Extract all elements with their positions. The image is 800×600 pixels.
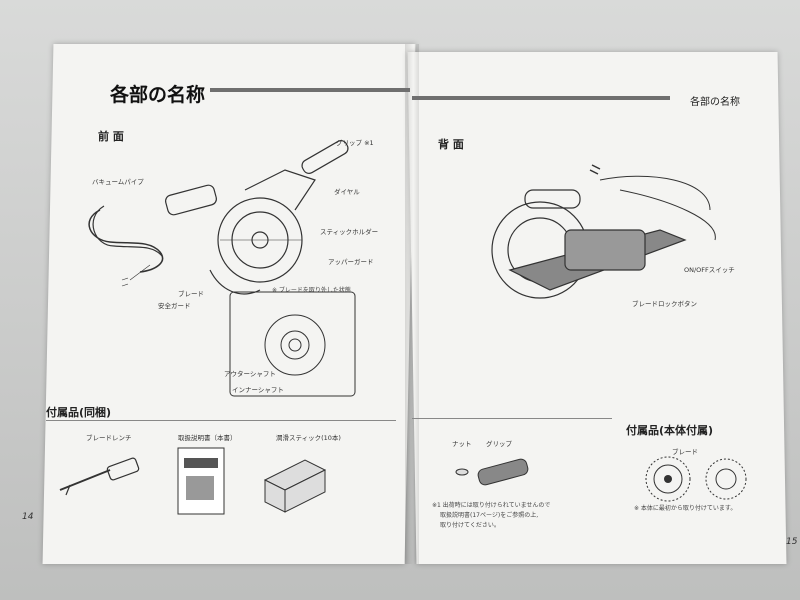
back-view-illustration <box>491 164 716 299</box>
label-inner-shaft: インナーシャフト <box>232 386 284 394</box>
nut-grip-illustration <box>455 458 529 486</box>
running-head: 各部の名称 <box>690 97 740 108</box>
label-dial: ダイヤル <box>334 188 360 196</box>
accessory-stick-label: 潤滑スティック(10本) <box>276 434 341 442</box>
accessory-manual-label: 取扱説明書（本書） <box>178 434 237 442</box>
accessory-wrench-label: ブレードレンチ <box>86 434 132 442</box>
accessories-rule <box>46 420 396 421</box>
label-outer-shaft: アウターシャフト <box>224 370 276 378</box>
attached-note: ※ 本体に最初から取り付けています。 <box>634 505 737 512</box>
item-nut-label: ナット <box>452 440 472 448</box>
right-rule <box>412 418 612 419</box>
blade-illustrations <box>645 456 747 502</box>
page-title: 各部の名称 <box>110 84 206 106</box>
accessories-heading: 付属品(同梱) <box>46 406 112 419</box>
attached-blade-label: ブレード <box>672 448 698 456</box>
label-upper-guard: アッパーガード <box>328 258 374 266</box>
page-number-right: 15 <box>786 537 798 547</box>
label-blade-lock-button: ブレードロックボタン <box>632 300 697 308</box>
label-safety-guard: 安全ガード <box>158 302 191 310</box>
book-gutter <box>405 44 419 564</box>
label-stick-holder: スティックホルダー <box>320 228 379 236</box>
title-bar-right <box>412 96 670 100</box>
accessory-illustrations <box>59 447 327 515</box>
item-grip-label: グリップ <box>486 440 512 448</box>
front-view-illustration <box>88 140 356 397</box>
attached-heading: 付属品(本体付属) <box>626 424 714 437</box>
label-grip: グリップ ※1 <box>336 139 374 147</box>
label-onoff-switch: ON/OFFスイッチ <box>684 266 735 274</box>
front-heading: 前 面 <box>98 130 124 143</box>
footnote-line-3: 取り付けてください。 <box>440 522 500 529</box>
label-blade-removed-note: ※ ブレードを取り外した状態 <box>272 287 351 294</box>
title-bar <box>210 88 410 92</box>
back-heading: 背 面 <box>438 138 464 151</box>
footnote-line-1: ※1 出荷時には取り付けられていませんので <box>432 502 551 509</box>
label-blade: ブレード <box>178 290 204 298</box>
page-number-left: 14 <box>22 512 34 522</box>
label-vacuum-pipe: バキュームパイプ <box>92 178 144 186</box>
footnote-line-2: 取扱説明書(17ページ)をご参照の上, <box>440 512 539 519</box>
